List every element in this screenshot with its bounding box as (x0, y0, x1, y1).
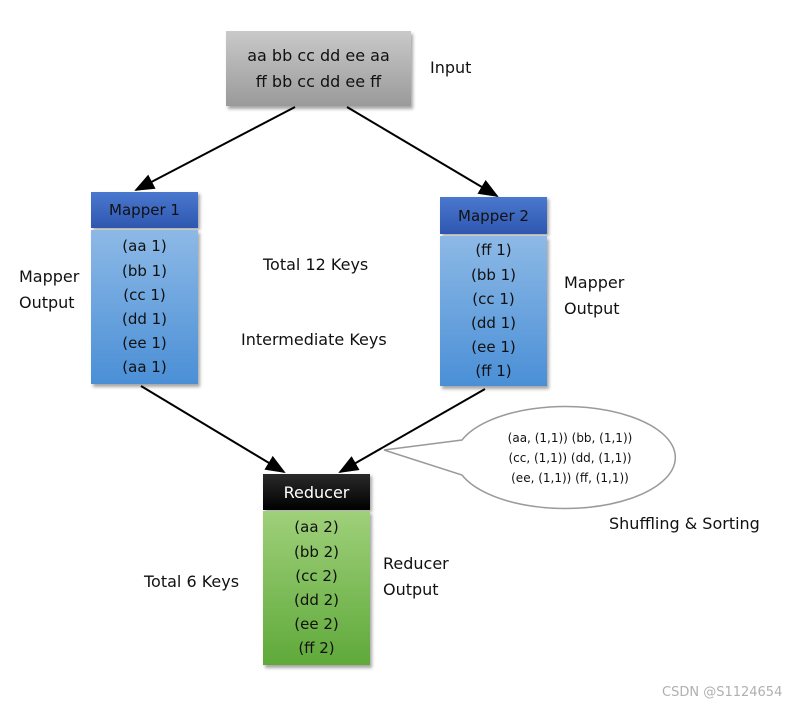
mapper1-item: (aa 1) (122, 237, 167, 256)
mapper2-title: Mapper 2 (458, 206, 529, 225)
mapper2-output-label: Mapper Output (564, 270, 624, 322)
shuffle-line: (cc, (1,1)) (dd, (1,1)) (508, 451, 632, 465)
mapper2-item: (ff 1) (475, 241, 512, 260)
input-line-1: aa bb cc dd ee aa (247, 45, 390, 65)
mapper1-item: (dd 1) (121, 310, 168, 328)
mapper2-item: (dd 1) (470, 314, 517, 332)
arrow-input-to-mapper1 (134, 106, 296, 191)
reducer-output-label: Reducer Output (383, 551, 449, 603)
mapper1-item: (cc 1) (123, 285, 166, 304)
input-label: Input (430, 58, 472, 77)
reducer-output-label-line2: Output (383, 580, 439, 599)
reducer-item: (dd 2) (293, 591, 340, 609)
input-line-2: ff bb cc dd ee ff (255, 71, 382, 91)
mapper1-item: (bb 1) (121, 261, 168, 280)
shuffle-line: (ee, (1,1)) (ff, (1,1)) (511, 471, 629, 485)
mapper2-header: Mapper 2 (440, 197, 547, 234)
mapper1-title: Mapper 1 (109, 201, 180, 219)
mapper2-item: (ee 1) (471, 338, 516, 357)
reducer-item: (ff 2) (298, 639, 335, 658)
mapper2-body: (ff 1) (bb 1) (cc 1) (dd 1) (ee 1) (ff 1… (440, 236, 547, 386)
reducer-header: Reducer (263, 474, 370, 510)
mapper2-item: (ff 1) (475, 362, 512, 381)
mapper1-output-label-line2: Output (19, 293, 75, 312)
arrow-mapper1-to-reducer (140, 385, 286, 474)
intermediate-keys-label: Intermediate Keys (241, 330, 387, 349)
shuffle-bubble-content: (aa, (1,1)) (bb, (1,1)) (cc, (1,1)) (dd,… (470, 428, 670, 488)
total-12-keys-label: Total 12 Keys (263, 255, 369, 274)
input-box: aa bb cc dd ee aa ff bb cc dd ee ff (226, 31, 411, 106)
mapper1-output-label-line1: Mapper (19, 267, 80, 286)
reducer-item: (aa 2) (294, 518, 339, 537)
mapper2-output-label-line1: Mapper (564, 273, 625, 292)
mapper1-output-label: Mapper Output (19, 264, 79, 316)
mapper2-item: (cc 1) (472, 289, 515, 308)
mapper1-body: (aa 1) (bb 1) (cc 1) (dd 1) (ee 1) (aa 1… (91, 230, 198, 384)
mapper1-item: (ee 1) (122, 334, 167, 353)
mapper1-header: Mapper 1 (91, 192, 198, 228)
reducer-output-label-line1: Reducer (383, 554, 449, 573)
shuffle-line: (aa, (1,1)) (bb, (1,1)) (507, 431, 633, 445)
shuffling-sorting-label: Shuffling & Sorting (609, 514, 760, 533)
mapper2-output-label-line2: Output (564, 299, 620, 318)
watermark: CSDN @S1124654 (662, 685, 783, 700)
reducer-item: (cc 2) (295, 566, 338, 585)
reducer-item: (bb 2) (293, 542, 340, 561)
mapper2-item: (bb 1) (470, 265, 517, 284)
reducer-item: (ee 2) (294, 615, 339, 634)
arrow-input-to-mapper2 (346, 106, 499, 198)
mapper1-item: (aa 1) (122, 358, 167, 377)
total-6-keys-label: Total 6 Keys (144, 572, 240, 591)
reducer-title: Reducer (283, 482, 350, 502)
speech-bubble (383, 405, 676, 510)
arrow-mapper2-to-reducer (338, 388, 486, 473)
reducer-body: (aa 2) (bb 2) (cc 2) (dd 2) (ee 2) (ff 2… (263, 511, 370, 665)
